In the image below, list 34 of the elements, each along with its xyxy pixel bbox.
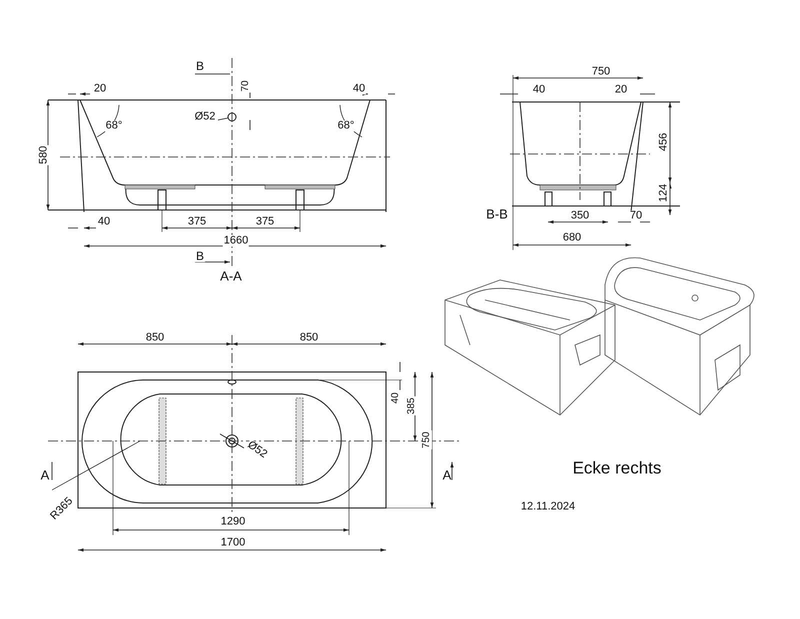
dimension-label: 40 bbox=[391, 391, 401, 405]
dimension-label: 350 bbox=[570, 210, 590, 222]
section-label: B-B bbox=[485, 208, 509, 220]
angle-label: 68° bbox=[104, 120, 124, 132]
dimension-label: 456 bbox=[658, 132, 670, 152]
dimension-label: 20 bbox=[614, 84, 628, 96]
dimension-label: 375 bbox=[186, 216, 208, 228]
dimension-label: 580 bbox=[38, 144, 50, 166]
dimension-label: 40 bbox=[96, 216, 112, 228]
section-marker: B bbox=[195, 250, 205, 262]
dimension-label: 20 bbox=[92, 84, 108, 94]
angle-label: 68° bbox=[336, 120, 356, 132]
dimension-label: 1660 bbox=[222, 236, 250, 246]
dimension-label: 375 bbox=[254, 216, 276, 228]
dimension-label: 40 bbox=[352, 84, 366, 94]
dimension-label: 1700 bbox=[220, 538, 246, 548]
dimension-label: 750 bbox=[590, 66, 612, 78]
section-marker: A bbox=[442, 468, 452, 482]
dimension-label: 850 bbox=[144, 332, 166, 344]
date-text: 12.11.2024 bbox=[520, 502, 576, 512]
drawing-title: Ecke rechts bbox=[572, 460, 662, 476]
section-marker: A bbox=[40, 468, 50, 482]
dimension-label: 70 bbox=[241, 79, 251, 93]
section-label: A-A bbox=[219, 270, 243, 282]
section-marker: B bbox=[195, 60, 205, 72]
dimension-label: 70 bbox=[628, 210, 644, 222]
dimension-label: 850 bbox=[298, 332, 320, 344]
dimension-label: 1290 bbox=[220, 516, 246, 528]
dimension-label: 680 bbox=[562, 232, 582, 244]
dimension-label: 40 bbox=[532, 84, 546, 96]
dimension-label: Ø52 bbox=[194, 112, 216, 122]
dimension-label: 385 bbox=[407, 396, 417, 416]
dimension-label: 750 bbox=[422, 430, 432, 450]
dimension-label: 124 bbox=[658, 182, 670, 204]
